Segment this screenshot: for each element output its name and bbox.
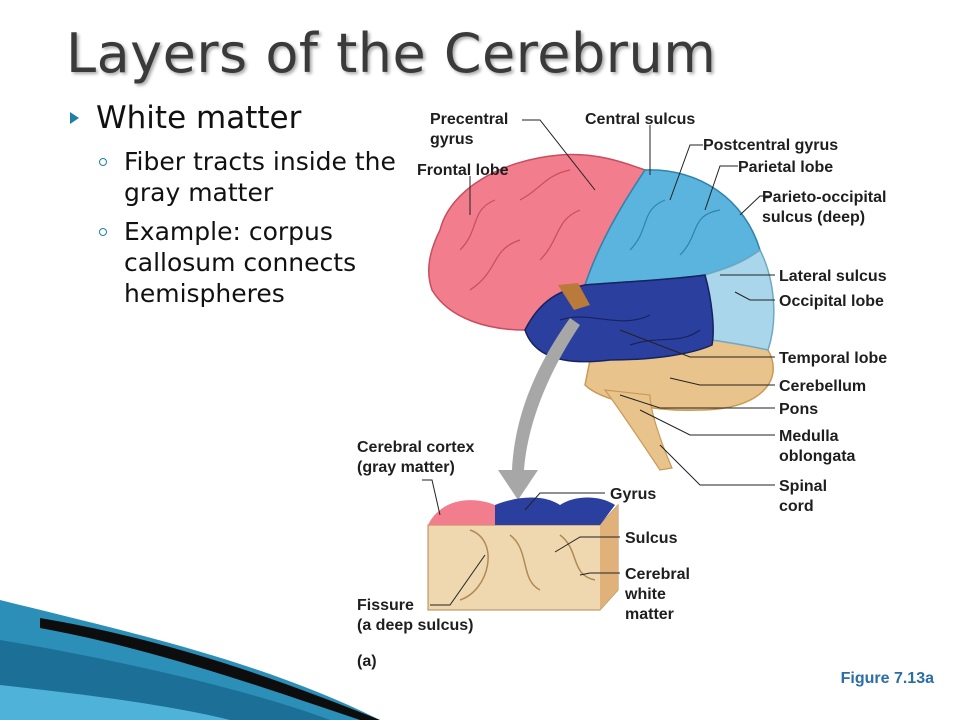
label-occipital-lobe: Occipital lobe [779, 293, 884, 310]
sub-bullet-text: Example: corpus callosum connects hemisp… [124, 217, 357, 308]
label-central-sulcus: Central sulcus [585, 111, 695, 128]
label-panel: (a) [357, 653, 377, 670]
label-frontal-lobe: Frontal lobe [417, 162, 509, 179]
sub-bullet-item: Fiber tracts inside the gray matter [70, 146, 405, 208]
corpus-callosum-stalk [558, 283, 590, 310]
sub-bullet-ring-icon [99, 158, 107, 166]
figure-caption: Figure 7.13a [840, 670, 934, 687]
label-lateral-sulcus: Lateral sulcus [779, 268, 887, 285]
label-postcentral-gyrus: Postcentral gyrus [703, 137, 838, 154]
bullet-list: White matter Fiber tracts inside the gra… [70, 98, 405, 309]
label-temporal-lobe: Temporal lobe [779, 350, 887, 367]
slide-title: Layers of the Cerebrum [66, 22, 717, 85]
leader-lines [422, 119, 775, 606]
gyri-lines [459, 169, 581, 291]
zoom-arrow-icon [498, 318, 580, 500]
sub-bullet-item: Example: corpus callosum connects hemisp… [70, 216, 405, 309]
label-gyrus: Gyrus [610, 486, 656, 503]
label-sulcus: Sulcus [625, 530, 678, 547]
label-cerebellum: Cerebellum [779, 378, 866, 395]
cortex-block [427, 497, 619, 611]
sub-bullet-text: Fiber tracts inside the gray matter [124, 147, 396, 207]
label-fissure: Fissure(a deep sulcus) [357, 597, 473, 634]
bullet-arrow-icon [70, 112, 79, 124]
brainstem-region [603, 389, 673, 471]
bullet-text: White matter [96, 100, 302, 136]
label-parietal-lobe: Parietal lobe [738, 159, 833, 176]
label-cerebral-cortex: Cerebral cortex(gray matter) [357, 439, 474, 476]
label-pons: Pons [779, 401, 818, 418]
sub-bullet-ring-icon [99, 228, 107, 236]
corner-decoration [0, 600, 380, 720]
bullet-item: White matter [70, 98, 405, 138]
